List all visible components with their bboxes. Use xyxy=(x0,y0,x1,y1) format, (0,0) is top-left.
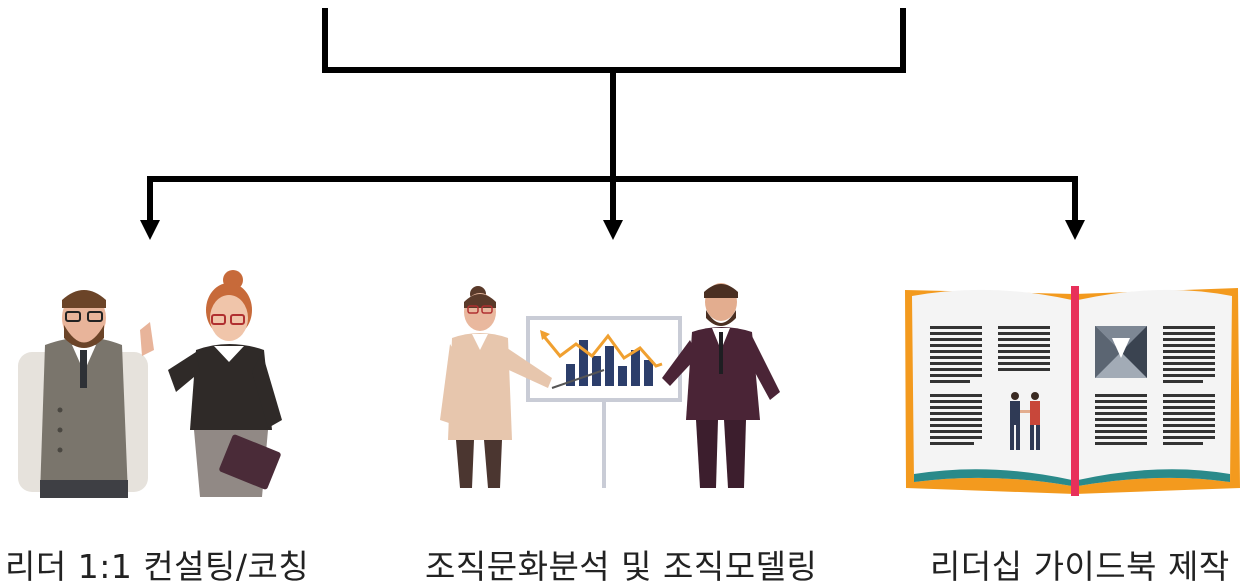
arrow-center-icon xyxy=(603,220,623,240)
consulting-people-illustration xyxy=(18,270,282,498)
red-haired-woman-figure xyxy=(168,270,282,497)
presentation-chart-illustration xyxy=(440,283,780,488)
chart-bars xyxy=(566,340,653,386)
book-emblem-icon xyxy=(1095,326,1147,378)
book-text-lines xyxy=(930,326,1215,445)
bearded-man-figure xyxy=(18,290,154,498)
presenter-man-figure xyxy=(662,283,780,488)
open-book-illustration xyxy=(905,286,1240,496)
top-bracket xyxy=(322,8,906,73)
caption-leader-consulting: 리더 1:1 컨설팅/코칭 xyxy=(5,547,310,586)
book-handshake-figures xyxy=(1010,392,1040,450)
presenter-woman-figure xyxy=(440,286,552,488)
chart-trend-line xyxy=(540,333,663,368)
caption-culture-analysis: 조직문화분석 및 조직모델링 xyxy=(425,547,818,586)
caption-guidebook: 리더십 가이드북 제작 xyxy=(930,547,1230,586)
arrowheads xyxy=(140,220,1085,240)
book-ribbon xyxy=(1071,286,1079,496)
chart-board xyxy=(526,316,682,402)
connector-lines xyxy=(147,8,1078,222)
arrow-right-icon xyxy=(1065,220,1085,240)
arrow-left-icon xyxy=(140,220,160,240)
